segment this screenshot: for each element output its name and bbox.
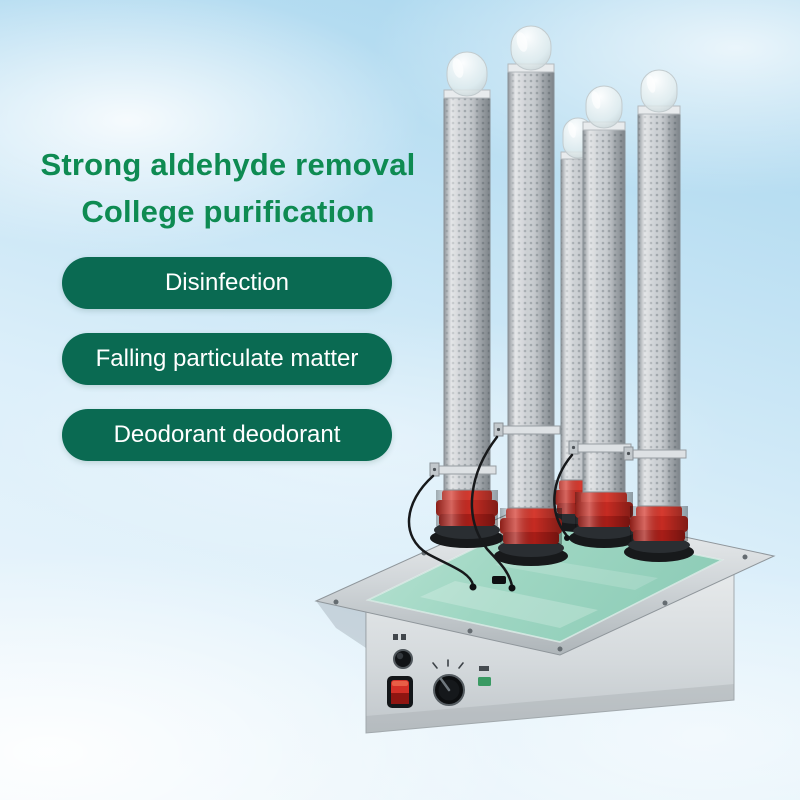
- wire: [553, 453, 574, 538]
- clamp-ring: [501, 425, 561, 435]
- badge-disinfection: Disinfection: [62, 257, 392, 309]
- glass-dome: [585, 85, 623, 129]
- badge-label: Disinfection: [164, 269, 290, 296]
- feature-badges: Disinfection Falling particulate matter …: [62, 257, 392, 461]
- rocker-switch-lower: [391, 693, 409, 704]
- power-button: [393, 649, 413, 669]
- headline: Strong aldehyde removal College purifica…: [28, 141, 428, 235]
- wire: [407, 474, 475, 587]
- purification-tube-2: [493, 25, 568, 566]
- dome-highlight: [452, 58, 464, 78]
- headline-line1: Strong aldehyde removal: [40, 147, 416, 182]
- dome-highlight: [568, 122, 576, 138]
- badge-deodorant: Deodorant deodorant: [62, 409, 392, 461]
- tube-body-shade: [508, 70, 554, 508]
- glass-dome: [446, 51, 488, 97]
- badge-label: Falling particulate matter: [95, 345, 359, 372]
- clamp-bolt: [571, 445, 576, 450]
- red-collar-shade: [630, 506, 688, 541]
- panel-streak: [420, 581, 598, 628]
- glass-dome: [640, 69, 678, 113]
- panel-label-marks: [393, 634, 398, 640]
- tube-body-shade: [583, 128, 625, 492]
- red-collar-shade: [575, 492, 633, 527]
- green-indicator: [478, 677, 491, 686]
- dome-highlight: [591, 91, 601, 109]
- clamp-ring: [631, 449, 687, 459]
- clamp-bolt: [496, 427, 501, 432]
- wire-connectors: [469, 535, 570, 592]
- wiring: [407, 435, 574, 588]
- clamp-ring: [576, 443, 632, 453]
- purification-tube-4: [623, 69, 694, 562]
- glass-dome: [510, 25, 552, 71]
- clamp-bolt: [626, 451, 631, 456]
- clamp-ring: [437, 465, 497, 475]
- red-collar-shade: [500, 508, 562, 544]
- box-bottom-shade: [366, 684, 734, 733]
- knob-pointer: [439, 677, 451, 692]
- dome-highlight: [646, 75, 656, 93]
- rocker-switch-gloss: [392, 681, 408, 686]
- wire: [470, 435, 514, 588]
- tube-body-shade: [638, 112, 680, 506]
- knob-tick-marks: [432, 659, 464, 669]
- headline-line2: College purification: [81, 194, 375, 230]
- purification-tube-3: [568, 85, 639, 548]
- power-button-highlight: [396, 652, 404, 660]
- control-panel: [387, 634, 491, 708]
- badge-label: Deodorant deodorant: [113, 421, 341, 448]
- dome-highlight: [516, 32, 528, 52]
- badge-falling-particulate: Falling particulate matter: [62, 333, 392, 385]
- clamp-bolt: [432, 467, 437, 472]
- panel-label-marks: [479, 666, 489, 671]
- tube-body-shade: [444, 96, 490, 490]
- flange-overhang-shadow: [316, 601, 366, 648]
- panel-label-marks: [401, 634, 406, 640]
- red-collar-shade: [436, 490, 498, 526]
- purification-tube-1: [429, 51, 504, 548]
